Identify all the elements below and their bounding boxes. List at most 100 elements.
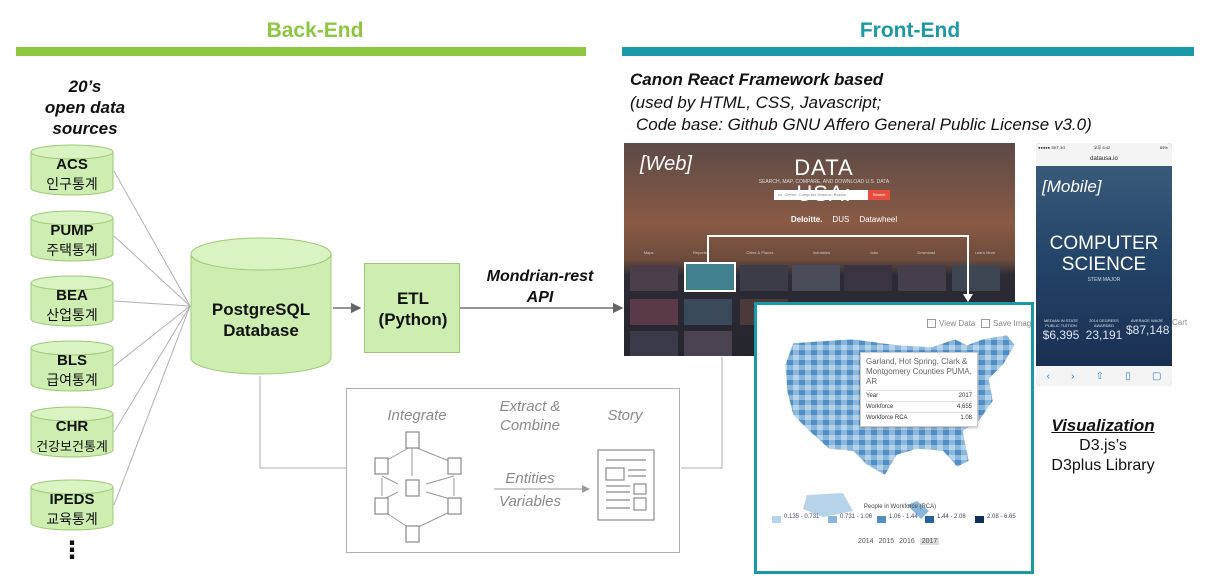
back-icon[interactable]: ‹ xyxy=(1046,370,1050,382)
web-tagline: SEARCH, MAP, COMPARE, AND DOWNLOAD U.S. … xyxy=(758,179,890,185)
category-reports[interactable]: Reports xyxy=(692,250,707,255)
web-partners: Deloitte. DUS Datawheel xyxy=(774,215,914,224)
etl-label-line1: ETL xyxy=(396,289,430,308)
sources-label: 20’s open data sources xyxy=(30,76,140,139)
status-carrier: ●●●●● SKT 3G xyxy=(1038,145,1066,150)
mobile-subheading: STEM MAJOR xyxy=(1087,277,1121,283)
pipeline-entities: Entities xyxy=(505,470,555,487)
legend-swatch xyxy=(925,516,934,523)
pipeline-integrate: Integrate xyxy=(387,407,447,424)
tooltip-title: Garland, Hot Spring, Clark & Montgomery … xyxy=(866,357,972,386)
category-learn-more[interactable]: Learn More xyxy=(974,250,996,255)
legend-label: 0.135 - 0.731 xyxy=(784,514,820,520)
etl-label-line2: (Python) xyxy=(378,310,448,329)
web-tile[interactable] xyxy=(740,265,788,291)
year-selector: 2014 2015 2016 2017 xyxy=(858,538,940,545)
source-bea: BEA 산업통계 xyxy=(30,275,114,327)
source-code: BLS xyxy=(57,352,87,369)
stat-label: AVERAGE WAGE xyxy=(1130,318,1164,323)
source-chr: CHR 건강보건통계 xyxy=(30,406,114,458)
status-time: 오후 6:42 xyxy=(1094,145,1111,150)
web-search-button[interactable]: Search xyxy=(868,190,890,200)
share-icon[interactable]: ⇧ xyxy=(1095,370,1105,382)
web-search-input[interactable]: ex. Cerner, Computer Science, Boston xyxy=(774,190,868,200)
mobile-stat: MEDIAN IN STATE PUBLIC TUITION $6,395 xyxy=(1040,318,1082,342)
backend-bar xyxy=(16,47,586,56)
category-jobs[interactable]: Jobs xyxy=(869,250,879,255)
view-data-button[interactable]: View Data xyxy=(927,319,976,329)
web-tile[interactable] xyxy=(952,265,1000,291)
stat-value: $6,395 xyxy=(1042,328,1080,342)
map-tooltip: Garland, Hot Spring, Clark & Montgomery … xyxy=(860,352,978,427)
canon-framework-usage: (used by HTML, CSS, Javascript; xyxy=(630,93,882,112)
canon-framework-title: Canon React Framework based xyxy=(630,70,884,89)
mobile-screenshot: ●●●●● SKT 3G 오후 6:42 65% datausa.io [Mob… xyxy=(1036,143,1172,386)
stat-value: $87,148 xyxy=(1126,323,1170,337)
forward-icon[interactable]: › xyxy=(1071,370,1075,382)
web-tile[interactable] xyxy=(630,265,678,291)
year-option[interactable]: 2016 xyxy=(899,538,915,545)
database-label-line1: PostgreSQL xyxy=(211,300,311,319)
source-bls: BLS 급여통계 xyxy=(30,340,114,392)
source-korean-label: 급여통계 xyxy=(46,372,98,388)
legend-title: People in Workforce (RCA) xyxy=(863,504,937,510)
category-cities[interactable]: Cities & Places xyxy=(746,250,774,255)
cart-link[interactable]: Cart xyxy=(1172,318,1188,327)
mobile-url-bar[interactable]: datausa.io xyxy=(1036,152,1172,166)
sources-label-line: 20’s xyxy=(68,77,102,96)
year-option[interactable]: 2015 xyxy=(878,538,895,545)
source-code: BEA xyxy=(56,287,88,304)
web-tile[interactable] xyxy=(630,299,678,325)
category-maps[interactable]: Maps xyxy=(643,250,654,255)
category-download[interactable]: Download xyxy=(917,250,936,255)
web-tile[interactable] xyxy=(684,331,732,356)
source-code: ACS xyxy=(56,156,88,173)
web-tile[interactable] xyxy=(898,265,946,291)
source-code: PUMP xyxy=(50,222,94,239)
source-korean-label: 산업통계 xyxy=(46,307,98,323)
backend-title: Back-End xyxy=(266,19,364,42)
legend-label: 1.44 - 2.08 xyxy=(937,514,966,520)
mobile-stat: 2014 DEGREES AWARDED 23,191 xyxy=(1083,318,1125,342)
save-image-icon xyxy=(981,319,990,329)
pipeline-extract-line2: Combine xyxy=(499,417,561,434)
web-tile[interactable] xyxy=(630,331,678,356)
api-label: Mondrian-rest API xyxy=(470,266,610,308)
save-image-label: Save Image xyxy=(993,319,1034,328)
bookmarks-icon[interactable]: ▯ xyxy=(1125,370,1131,382)
tooltip-key: Workforce RCA xyxy=(866,415,908,421)
mobile-heading-line1: COMPUTER xyxy=(1049,233,1159,254)
tabs-icon[interactable]: ▢ xyxy=(1151,370,1162,382)
tooltip-row: Workforce RCA 1.08 xyxy=(866,412,972,423)
view-data-label: View Data xyxy=(939,319,976,328)
web-tile[interactable] xyxy=(792,265,840,291)
postgresql-database: PostgreSQL Database xyxy=(190,236,332,376)
etl-box: ETL (Python) xyxy=(364,263,460,353)
database-label-line2: Database xyxy=(223,321,299,340)
web-tile[interactable] xyxy=(684,299,732,325)
legend-label: 0.731 - 1.06 xyxy=(840,514,873,520)
web-tile-highlighted[interactable] xyxy=(684,262,736,292)
year-option[interactable]: 2014 xyxy=(858,538,874,545)
sources-label-line: open data xyxy=(44,98,126,117)
us-choropleth-map xyxy=(784,334,1016,519)
more-sources-ellipsis: ⋮ xyxy=(60,537,84,564)
save-image-button[interactable]: Save Image xyxy=(981,319,1034,329)
tooltip-value: 1.08 xyxy=(960,415,972,421)
legend-swatch xyxy=(975,516,984,523)
source-korean-label: 교육통계 xyxy=(46,511,98,527)
mobile-status-bar: ●●●●● SKT 3G 오후 6:42 65% xyxy=(1036,143,1172,152)
mobile-hero xyxy=(1036,166,1172,366)
web-tile[interactable] xyxy=(844,265,892,291)
web-category-bar: Maps Reports Cities & Places Industries … xyxy=(624,247,1015,259)
category-industries[interactable]: Industries xyxy=(812,250,831,255)
source-code: IPEDS xyxy=(49,491,95,508)
source-korean-label: 인구통계 xyxy=(46,176,98,192)
visualization-title: Visualization xyxy=(1051,416,1155,435)
visualization-lib-line2: D3plus Library xyxy=(1051,457,1155,474)
mobile-stat: AVERAGE WAGE $87,148 xyxy=(1126,318,1170,337)
year-option-selected[interactable]: 2017 xyxy=(919,538,940,545)
